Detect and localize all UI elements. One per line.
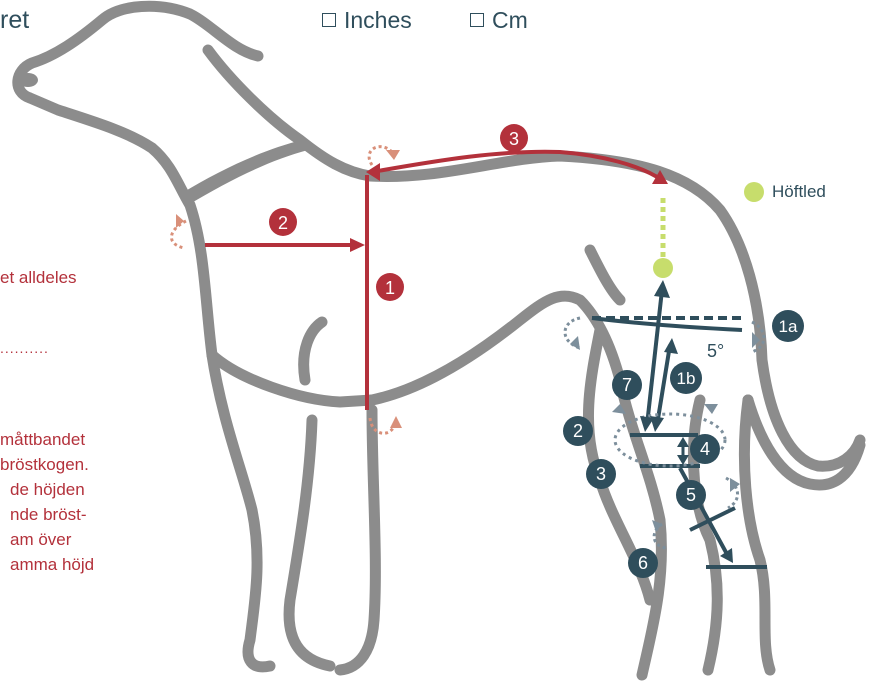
inches-checkbox[interactable]: [322, 13, 336, 27]
collar: [182, 140, 308, 205]
para-line: bröstkogen.: [0, 452, 94, 477]
para-line: nde bröst-: [0, 502, 94, 527]
svg-text:3: 3: [596, 464, 606, 484]
unit-option-inches[interactable]: Inches: [322, 7, 412, 34]
svg-text:6: 6: [638, 553, 648, 573]
para-line: amma höjd: [0, 552, 94, 577]
unit-option-cm[interactable]: Cm: [470, 7, 528, 34]
legend-hip-label: Höftled: [772, 182, 826, 202]
svg-text:4: 4: [700, 439, 710, 459]
marker-navy-1b: 1b: [670, 362, 702, 394]
marker-red-1: 1: [376, 273, 404, 301]
left-text-paragraph: måttbandet bröstkogen. de höjden nde brö…: [0, 427, 94, 577]
dog-outline: [18, 6, 860, 675]
svg-text:7: 7: [622, 375, 632, 395]
marker-navy-3: 3: [586, 459, 616, 489]
marker-navy-5: 5: [676, 480, 706, 510]
angle-label: 5°: [707, 341, 724, 361]
hip-joint-dot: [653, 258, 673, 278]
svg-text:1: 1: [385, 278, 395, 298]
wrap-indicator-withers: [369, 147, 392, 165]
svg-text:1a: 1a: [779, 317, 798, 336]
marker-red-2: 2: [269, 208, 297, 236]
dog-nose: [18, 73, 38, 87]
left-text-dots: ..........: [0, 340, 49, 356]
para-line: måttbandet: [0, 427, 94, 452]
marker-navy-7: 7: [612, 370, 642, 400]
para-line: am över: [0, 527, 94, 552]
marker-red-3: 3: [500, 124, 528, 152]
svg-text:1b: 1b: [677, 369, 696, 388]
marker-navy-2: 2: [563, 416, 593, 446]
left-text-line-a: et alldeles: [0, 265, 77, 290]
measure-arrowhead-2: [350, 238, 365, 252]
header-title-fragment: ret: [0, 6, 29, 35]
legend-hip-dot: [744, 182, 764, 202]
cm-checkbox[interactable]: [470, 13, 484, 27]
svg-text:3: 3: [509, 129, 519, 149]
svg-text:5: 5: [686, 485, 696, 505]
marker-navy-4: 4: [690, 434, 720, 464]
marker-navy-1a: 1a: [772, 310, 804, 342]
svg-text:2: 2: [278, 213, 288, 233]
svg-text:2: 2: [573, 421, 583, 441]
inches-label: Inches: [344, 7, 412, 33]
cm-label: Cm: [492, 7, 528, 33]
marker-navy-6: 6: [628, 548, 658, 578]
para-line: de höjden: [0, 477, 94, 502]
